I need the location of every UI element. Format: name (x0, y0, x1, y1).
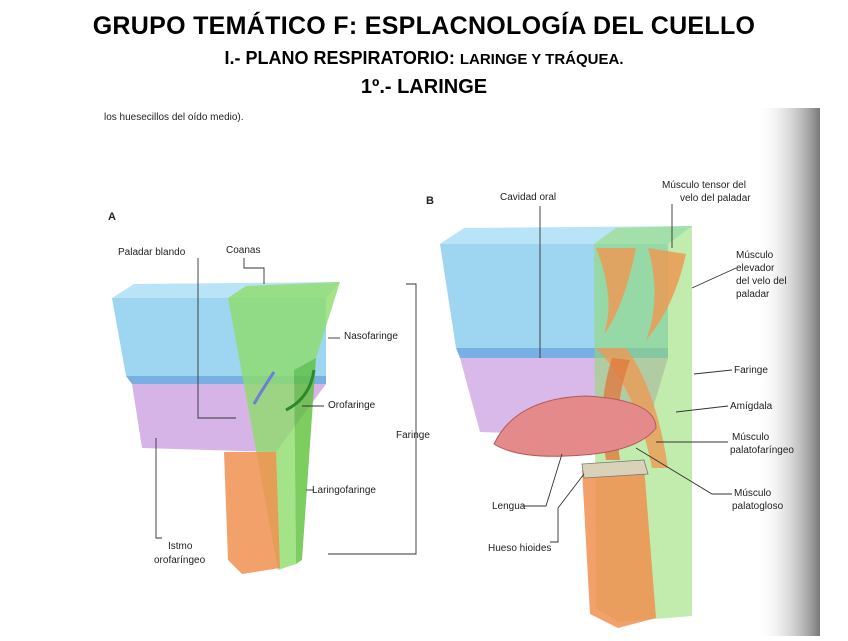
label-elevador-line1: Músculo (736, 250, 774, 261)
larynx-a (224, 452, 280, 574)
section-heading: 1º.- LARINGE (360, 76, 488, 98)
leader-paladar-blando (197, 258, 236, 419)
panel-a: A Paladar blando Coanas Nasofaringe Orof… (108, 211, 430, 574)
label-palatofaringeo-line2: palatofaríngeo (730, 445, 794, 456)
muscle-tensor (596, 248, 636, 334)
anatomy-diagram: los huesecillos del oído medio). A Palad… (104, 108, 820, 636)
label-amigdala: Amígdala (730, 401, 773, 412)
label-orofaringe: Orofaringe (328, 400, 376, 411)
label-faringe-b: Faringe (734, 365, 768, 376)
label-tensor-line1: Músculo tensor del (662, 180, 746, 191)
panel-b: B Cavidad oral Músculo tensor del v (426, 180, 794, 628)
hyoid-bone (581, 459, 649, 479)
label-coanas: Coanas (226, 245, 260, 256)
label-elevador-line2: elevador (736, 263, 775, 274)
leader-lengua (522, 453, 563, 507)
label-tensor-line2: velo del paladar (680, 193, 751, 204)
anatomy-figure: los huesecillos del oído medio). A Palad… (96, 108, 820, 636)
leader-faringe-b (693, 369, 733, 375)
label-palatogloso-line2: palatogloso (732, 501, 784, 512)
airflow-arrow-blue (252, 371, 276, 405)
muscle-elevador (646, 248, 686, 340)
panel-b-letter: B (426, 195, 434, 207)
pharynx-side-a (294, 358, 316, 564)
subtitle-small: LARINGE Y TRÁQUEA. (459, 51, 624, 68)
leader-elevador (691, 267, 737, 289)
leader-palatogloso (635, 447, 732, 495)
label-paladar-blando: Paladar blando (118, 247, 186, 258)
subtitle-main: I.- PLANO RESPIRATORIO: (224, 48, 460, 68)
muscle-palatofaringeo (596, 348, 668, 468)
label-palatofaringeo-line1: Músculo (732, 432, 770, 443)
airflow-arrow-green (285, 369, 316, 412)
bracket-faringe (328, 283, 417, 555)
label-istmo-line2: orofaríngeo (154, 555, 206, 566)
label-istmo-line1: Istmo (168, 541, 193, 552)
label-nasofaringe: Nasofaringe (344, 331, 398, 342)
label-faringe-a: Faringe (396, 430, 430, 441)
leader-amigdala (675, 405, 729, 413)
tongue (493, 395, 657, 457)
page-shadow (756, 108, 820, 636)
panel-a-letter: A (108, 211, 116, 223)
pharynx-a (228, 282, 340, 570)
label-hueso-hioides: Hueso hioides (488, 543, 551, 554)
label-elevador-line4: paladar (736, 289, 770, 300)
label-elevador-line3: del velo del (736, 276, 787, 287)
leader-hueso-hioides (550, 473, 585, 543)
leader-istmo (155, 438, 162, 539)
leader-coanas (243, 258, 265, 284)
label-cavidad-oral: Cavidad oral (500, 192, 556, 203)
label-palatogloso-line1: Músculo (734, 488, 772, 499)
page-subtitle: I.- PLANO RESPIRATORIO: LARINGE Y TRÁQUE… (0, 48, 848, 69)
label-laringofaringe: Laringofaringe (312, 485, 376, 496)
larynx-b (582, 466, 656, 628)
caption-fragment: los huesecillos del oído medio). (104, 112, 244, 123)
page-title: GRUPO TEMÁTICO F: ESPLACNOLOGÍA DEL CUEL… (92, 12, 756, 40)
label-lengua: Lengua (492, 501, 526, 512)
